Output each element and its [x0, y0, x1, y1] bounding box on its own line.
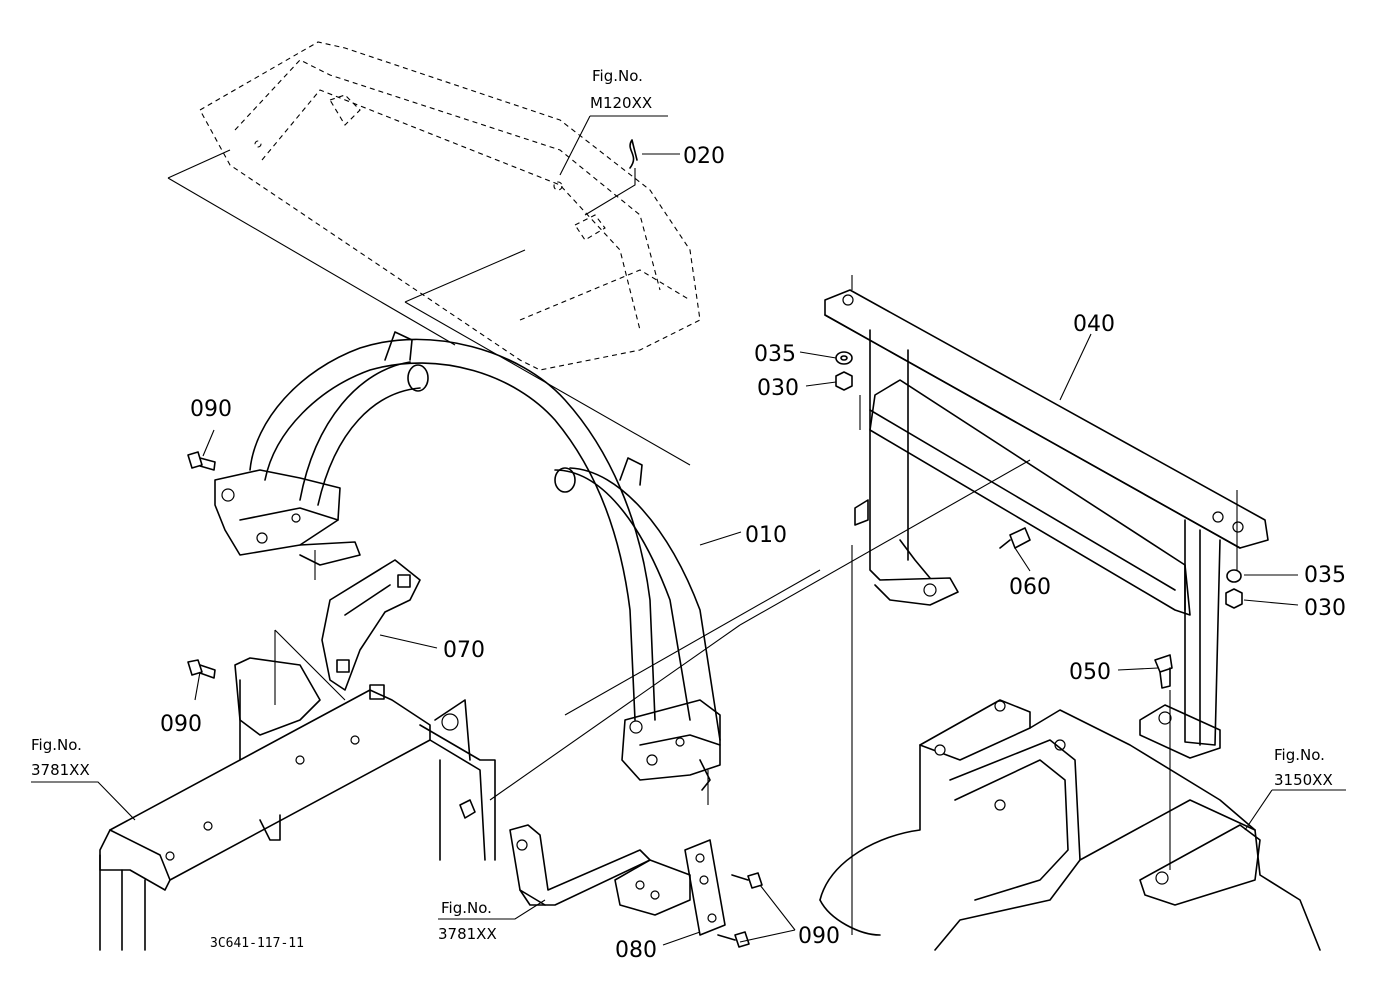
plate-080	[684, 839, 726, 936]
rear-frame	[824, 289, 1269, 759]
bolt-060	[999, 527, 1031, 549]
part-label-010: 010	[745, 523, 787, 548]
fig-ref-left-code: 3781XX	[31, 761, 90, 779]
transmission-housing	[819, 699, 1321, 951]
part-label-070: 070	[443, 638, 485, 663]
nut-030-right	[1225, 588, 1243, 609]
bolt-090-bottom-1	[731, 872, 763, 889]
part-label-090-top: 090	[190, 397, 232, 422]
part-label-060: 060	[1009, 575, 1051, 600]
pin-020	[574, 139, 638, 241]
fig-ref-right-code: 3150XX	[1274, 771, 1333, 789]
fig-ref-top-title: Fig.No.	[592, 67, 643, 85]
bolt-090-mid	[187, 659, 216, 679]
part-label-020: 020	[683, 144, 725, 169]
part-label-050: 050	[1069, 660, 1111, 685]
fig-ref-bottom-title: Fig.No.	[441, 899, 492, 917]
part-label-035-right: 035	[1304, 563, 1346, 588]
part-label-090-mid: 090	[160, 712, 202, 737]
part-label-030-right: 030	[1304, 596, 1346, 621]
fig-ref-bottom-code: 3781XX	[438, 925, 497, 943]
bolt-090-top	[187, 451, 216, 471]
bolt-090-bottom-2	[717, 931, 750, 948]
part-label-030-top: 030	[757, 376, 799, 401]
fig-ref-left-title: Fig.No.	[31, 736, 82, 754]
rollbar-arch	[214, 331, 721, 791]
part-label-080: 080	[615, 938, 657, 963]
drawing-number: 3C641-117-11	[210, 936, 304, 951]
part-label-090-bottom: 090	[798, 924, 840, 949]
washer-035-right	[1226, 569, 1242, 583]
fig-ref-top-code: M120XX	[590, 94, 652, 112]
bolt-050	[1154, 654, 1173, 689]
part-label-040: 040	[1073, 312, 1115, 337]
washer-035-top	[835, 351, 853, 365]
part-label-035-top: 035	[754, 342, 796, 367]
brace-plate	[321, 559, 421, 691]
hood-cover	[199, 41, 701, 371]
fig-ref-right-title: Fig.No.	[1274, 746, 1325, 764]
nut-030-top	[835, 371, 853, 391]
left-lower-frame	[99, 657, 496, 951]
lower-bracket	[509, 824, 691, 916]
